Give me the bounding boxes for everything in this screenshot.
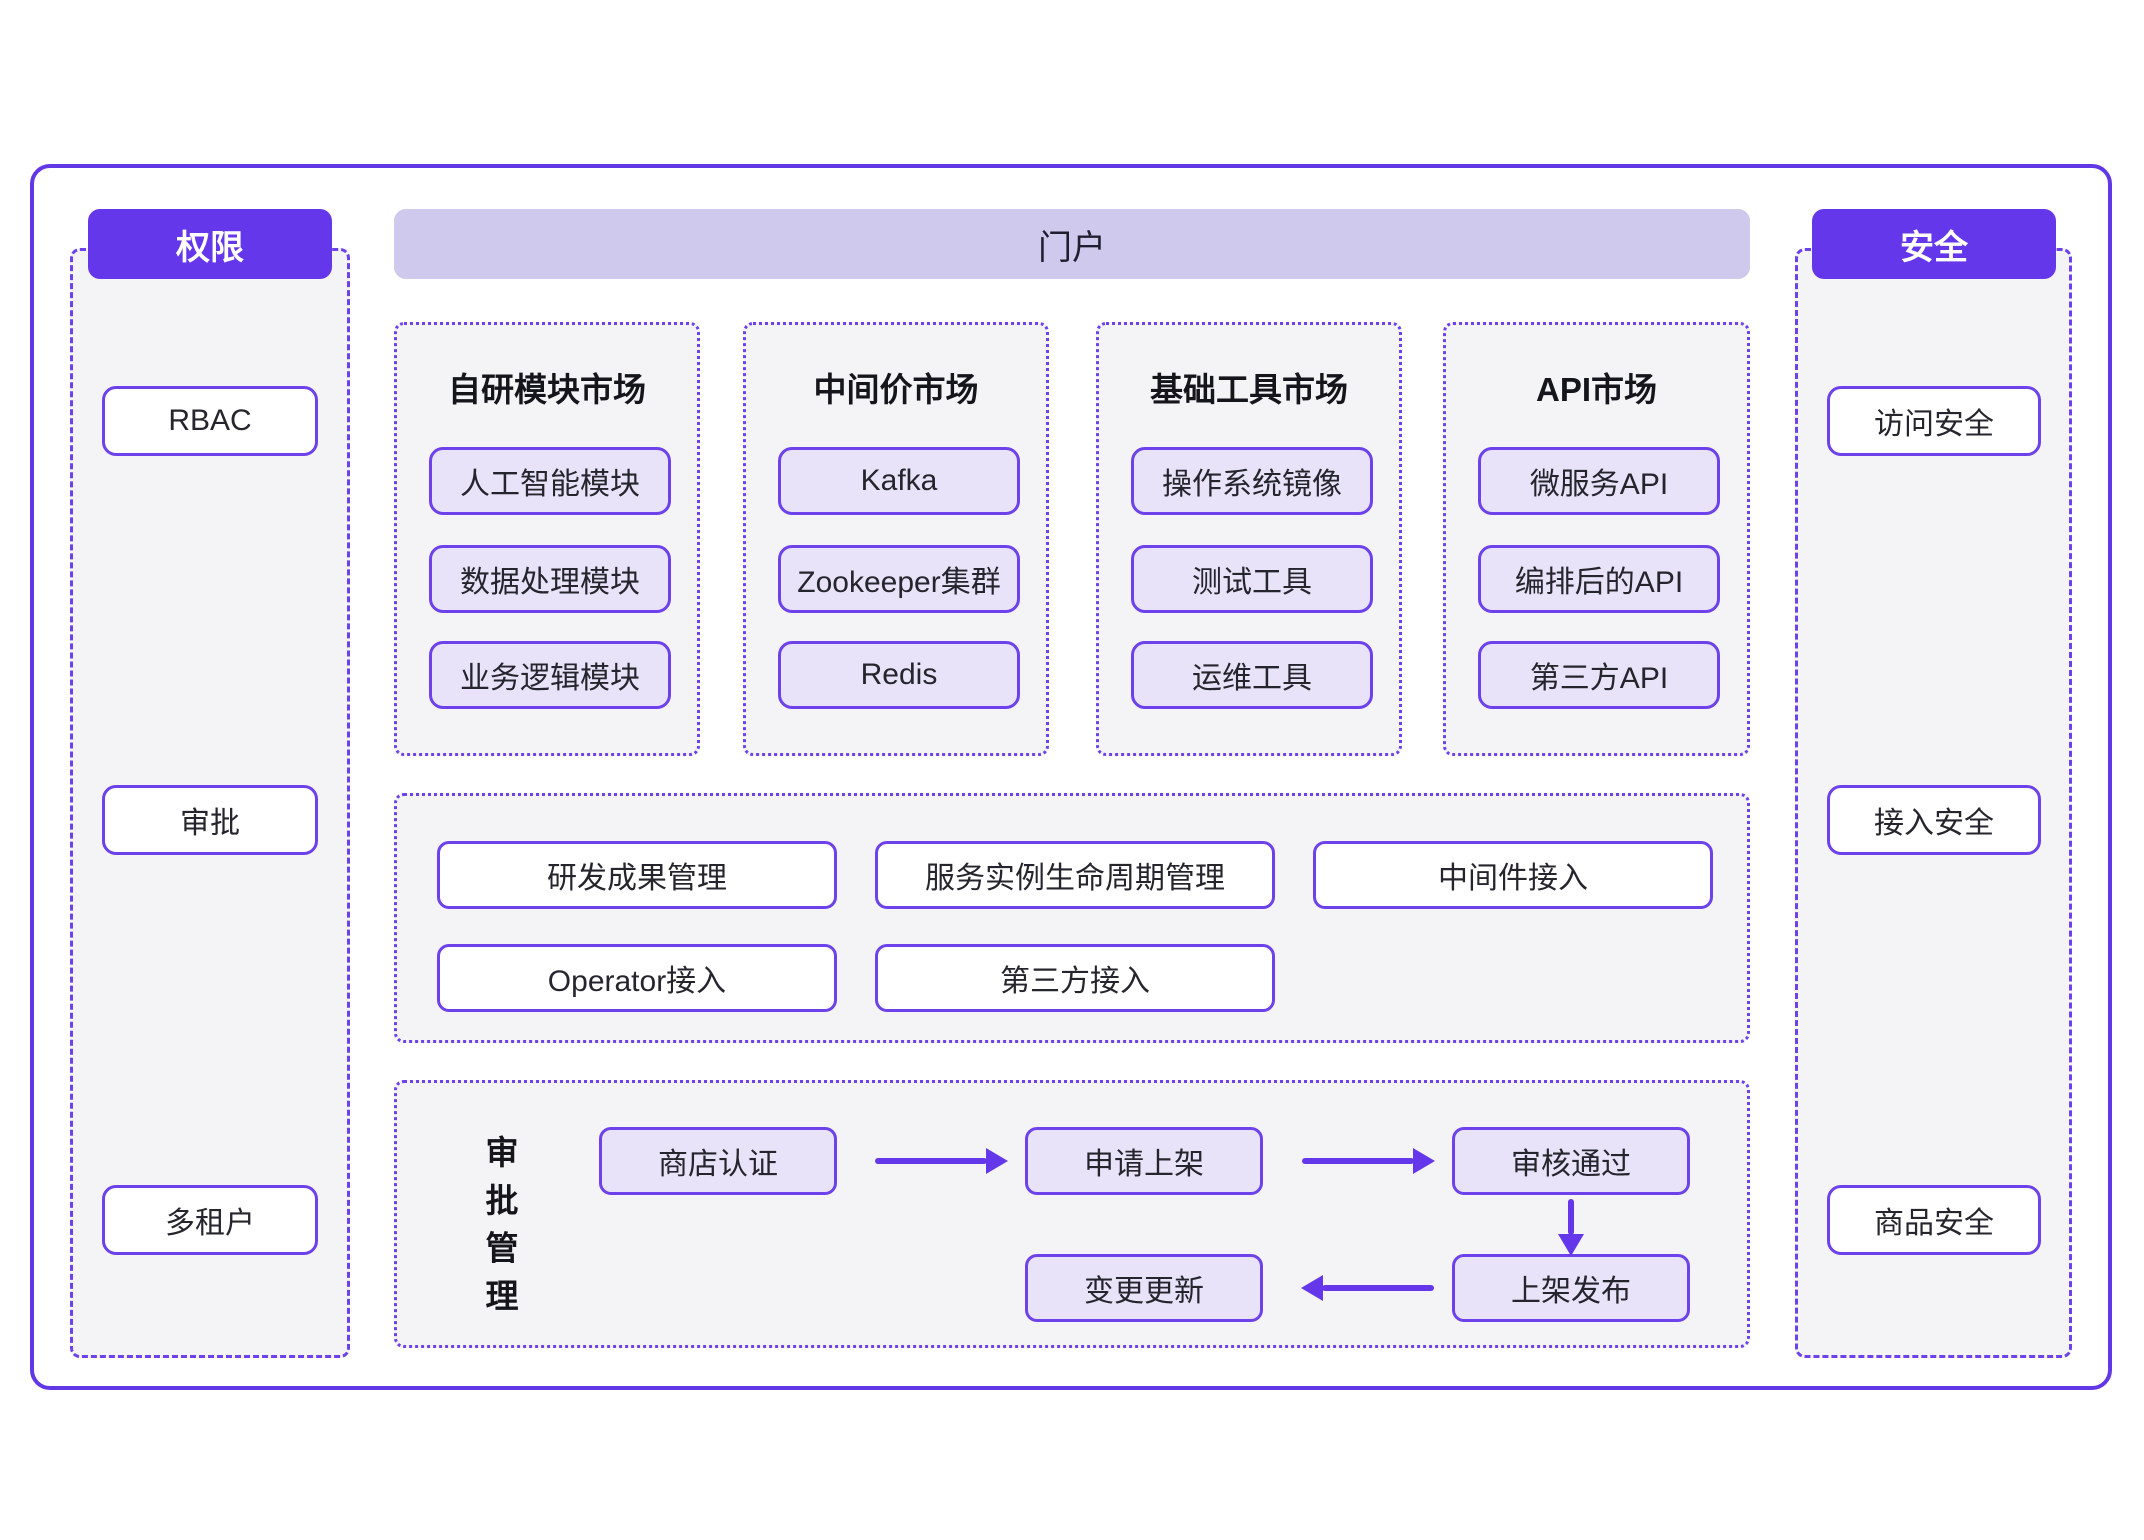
market-title: 中间价市场 bbox=[813, 371, 979, 408]
node-label: 编排后的API bbox=[1514, 566, 1684, 599]
node-label: Kafka bbox=[860, 464, 938, 497]
node-label: 申请上架 bbox=[1084, 1148, 1204, 1181]
node-review-approved: 审核通过 bbox=[1452, 1127, 1690, 1195]
arrow-apply-to-review-icon bbox=[1302, 1148, 1435, 1174]
arrow-review-to-release-icon bbox=[1558, 1199, 1584, 1256]
portal-header: 门户 bbox=[394, 209, 1750, 279]
permissions-header-label: 权限 bbox=[176, 228, 244, 267]
market-self-developed-modules: 自研模块市场 人工智能模块 数据处理模块 业务逻辑模块 bbox=[394, 322, 700, 756]
node-microservice-api: 微服务API bbox=[1478, 447, 1720, 515]
approval-management-band: 审批管理 商店认证 申请上架 审核通过 上架发布 变更更新 bbox=[394, 1080, 1750, 1348]
node-rbac-label: RBAC bbox=[168, 404, 252, 437]
market-title: 基础工具市场 bbox=[1150, 371, 1348, 408]
node-os-image: 操作系统镜像 bbox=[1131, 447, 1373, 515]
market-basic-tools: 基础工具市场 操作系统镜像 测试工具 运维工具 bbox=[1096, 322, 1402, 756]
node-testing-tools: 测试工具 bbox=[1131, 545, 1373, 613]
node-label: 中间件接入 bbox=[1438, 862, 1588, 895]
node-label: 运维工具 bbox=[1192, 662, 1312, 695]
management-band: 研发成果管理 服务实例生命周期管理 中间件接入 Operator接入 第三方接入 bbox=[394, 793, 1750, 1043]
market-title: 自研模块市场 bbox=[448, 371, 646, 408]
node-label: 数据处理模块 bbox=[460, 566, 640, 599]
node-redis: Redis bbox=[778, 641, 1020, 709]
node-approval: 审批 bbox=[102, 785, 318, 855]
node-multi-tenant-label: 多租户 bbox=[165, 1207, 255, 1240]
node-access-security-label: 访问安全 bbox=[1874, 408, 1994, 441]
node-ops-tools: 运维工具 bbox=[1131, 641, 1373, 709]
node-label: Redis bbox=[860, 658, 938, 691]
node-label: 商店认证 bbox=[658, 1148, 778, 1181]
node-zookeeper-cluster: Zookeeper集群 bbox=[778, 545, 1020, 613]
node-label: 测试工具 bbox=[1192, 566, 1312, 599]
node-label: 微服务API bbox=[1529, 468, 1669, 501]
security-panel-header: 安全 bbox=[1812, 209, 2056, 279]
market-middleware: 中间价市场 Kafka Zookeeper集群 Redis bbox=[743, 322, 1049, 756]
node-third-party-access: 第三方接入 bbox=[875, 944, 1275, 1012]
node-label: 研发成果管理 bbox=[547, 862, 727, 895]
node-data-processing-module: 数据处理模块 bbox=[429, 545, 671, 613]
node-operator-access: Operator接入 bbox=[437, 944, 837, 1012]
node-apply-listing: 申请上架 bbox=[1025, 1127, 1263, 1195]
market-api: API市场 微服务API 编排后的API 第三方API bbox=[1443, 322, 1750, 756]
permissions-panel-header: 权限 bbox=[88, 209, 332, 279]
node-business-logic-module: 业务逻辑模块 bbox=[429, 641, 671, 709]
node-rd-results-management: 研发成果管理 bbox=[437, 841, 837, 909]
node-ai-module: 人工智能模块 bbox=[429, 447, 671, 515]
node-change-update: 变更更新 bbox=[1025, 1254, 1263, 1322]
node-third-party-api: 第三方API bbox=[1478, 641, 1720, 709]
node-store-certification: 商店认证 bbox=[599, 1127, 837, 1195]
node-label: 变更更新 bbox=[1084, 1275, 1204, 1308]
node-middleware-access: 中间件接入 bbox=[1313, 841, 1713, 909]
approval-band-label: 审批管理 bbox=[481, 1135, 518, 1327]
node-listing-release: 上架发布 bbox=[1452, 1254, 1690, 1322]
node-label: 审核通过 bbox=[1511, 1148, 1631, 1181]
node-service-instance-lifecycle: 服务实例生命周期管理 bbox=[875, 841, 1275, 909]
security-header-label: 安全 bbox=[1900, 228, 1968, 267]
node-orchestrated-api: 编排后的API bbox=[1478, 545, 1720, 613]
arrow-release-to-update-icon bbox=[1301, 1275, 1434, 1301]
arrow-certification-to-apply-icon bbox=[875, 1148, 1008, 1174]
node-multi-tenant: 多租户 bbox=[102, 1185, 318, 1255]
node-label: Operator接入 bbox=[547, 965, 727, 998]
node-rbac: RBAC bbox=[102, 386, 318, 456]
node-label: 上架发布 bbox=[1511, 1275, 1631, 1308]
node-connection-security-label: 接入安全 bbox=[1874, 807, 1994, 840]
node-connection-security: 接入安全 bbox=[1827, 785, 2041, 855]
node-product-security: 商品安全 bbox=[1827, 1185, 2041, 1255]
node-label: 业务逻辑模块 bbox=[460, 662, 640, 695]
node-product-security-label: 商品安全 bbox=[1874, 1207, 1994, 1240]
node-label: 人工智能模块 bbox=[460, 468, 640, 501]
node-approval-label: 审批 bbox=[180, 807, 240, 840]
portal-header-label: 门户 bbox=[1038, 228, 1106, 267]
node-label: 操作系统镜像 bbox=[1162, 468, 1342, 501]
node-label: Zookeeper集群 bbox=[797, 566, 1001, 599]
market-title: API市场 bbox=[1535, 371, 1657, 408]
node-kafka: Kafka bbox=[778, 447, 1020, 515]
node-access-security: 访问安全 bbox=[1827, 386, 2041, 456]
node-label: 服务实例生命周期管理 bbox=[925, 862, 1225, 895]
node-label: 第三方接入 bbox=[1000, 965, 1150, 998]
node-label: 第三方API bbox=[1529, 662, 1669, 695]
